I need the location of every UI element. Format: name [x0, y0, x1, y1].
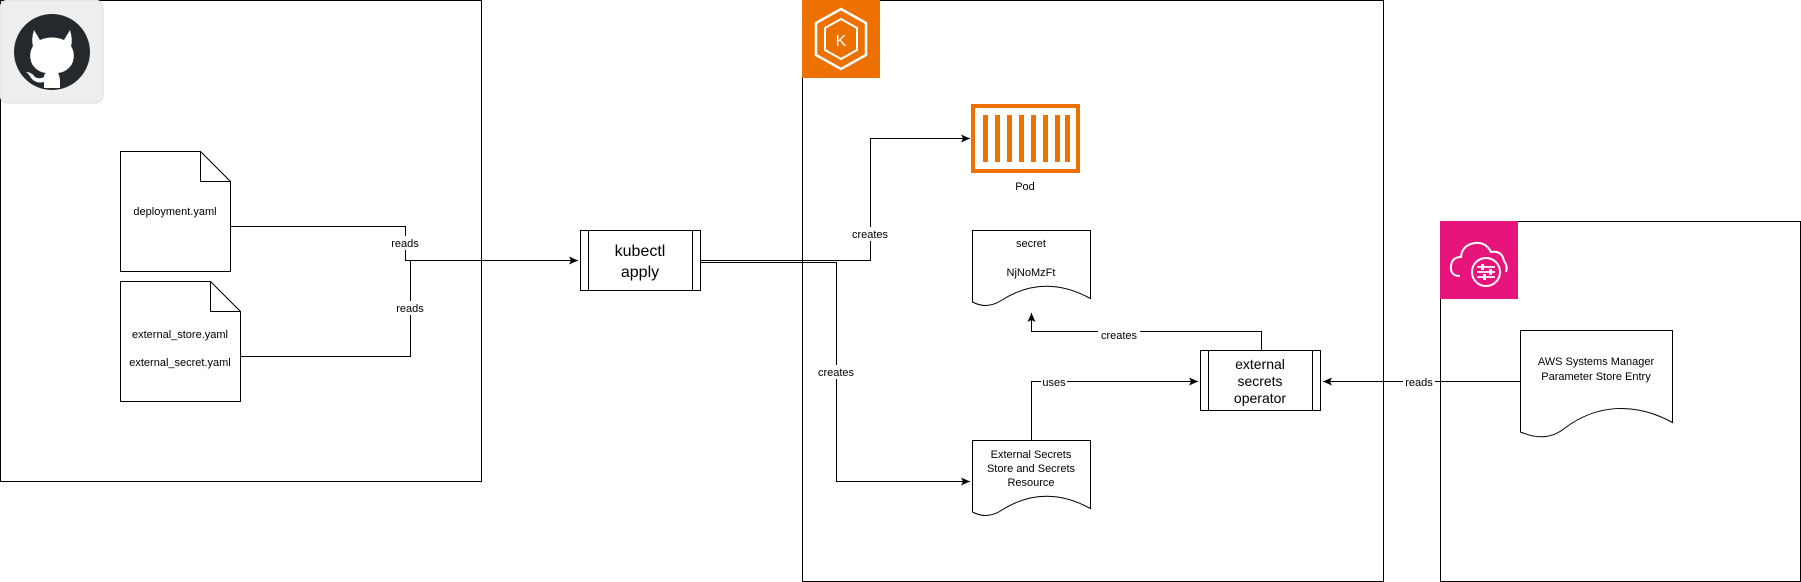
edge-label-creates-pod: creates	[852, 229, 889, 241]
eso-label-line2: secrets	[1237, 373, 1282, 389]
ssm-parameter-line2: Parameter Store Entry	[1541, 371, 1651, 383]
edge-label-reads-deployment: reads	[391, 238, 419, 250]
secret-document[interactable]	[972, 230, 1091, 306]
edge-label-creates-secret: creates	[1101, 330, 1138, 342]
deployment-yaml-file[interactable]	[120, 151, 231, 272]
kubectl-apply-label-line2: apply	[621, 264, 659, 281]
ssm-parameter-line1: AWS Systems Manager	[1538, 356, 1655, 368]
edge-creates-pod	[701, 134, 970, 261]
github-icon	[0, 0, 104, 104]
kubectl-apply-label-line1: kubectl	[615, 243, 666, 260]
kubernetes-eks-icon: K	[802, 0, 880, 78]
edge-label-reads-ssm: reads	[1405, 377, 1433, 389]
secret-title: secret	[1016, 238, 1046, 250]
external-secret-yaml-label: external_secret.yaml	[129, 357, 231, 369]
deployment-yaml-label: deployment.yaml	[133, 206, 216, 218]
external-secrets-resource-document[interactable]	[972, 440, 1091, 516]
pod-label: Pod	[1015, 181, 1035, 193]
systems-manager-parameter-store-icon	[1440, 221, 1518, 299]
eks-cluster-container	[802, 0, 1384, 582]
eso-label-line1: external	[1235, 356, 1285, 372]
ssm-parameter-document[interactable]	[1520, 330, 1673, 438]
edge-label-creates-es: creates	[818, 367, 855, 379]
edge-uses	[1031, 377, 1198, 440]
eso-label-line3: operator	[1234, 390, 1286, 406]
edge-external-reads	[241, 260, 411, 357]
secret-value: NjNoMzFt	[1007, 267, 1056, 279]
external-secrets-resource-line2: Store and Secrets	[987, 463, 1076, 475]
svg-text:K: K	[836, 33, 847, 50]
external-secrets-resource-line3: Resource	[1007, 477, 1054, 489]
external-secrets-resource-line1: External Secrets	[991, 449, 1072, 461]
pod-container-icon[interactable]	[971, 104, 1080, 173]
edge-label-uses: uses	[1042, 377, 1066, 389]
external-yaml-files[interactable]	[120, 281, 241, 402]
edge-label-reads-external: reads	[396, 303, 424, 315]
kubectl-apply-process[interactable]	[580, 230, 701, 291]
external-secrets-operator-process[interactable]	[1200, 350, 1321, 411]
edge-creates-secret	[1027, 313, 1262, 350]
external-store-yaml-label: external_store.yaml	[132, 329, 228, 341]
